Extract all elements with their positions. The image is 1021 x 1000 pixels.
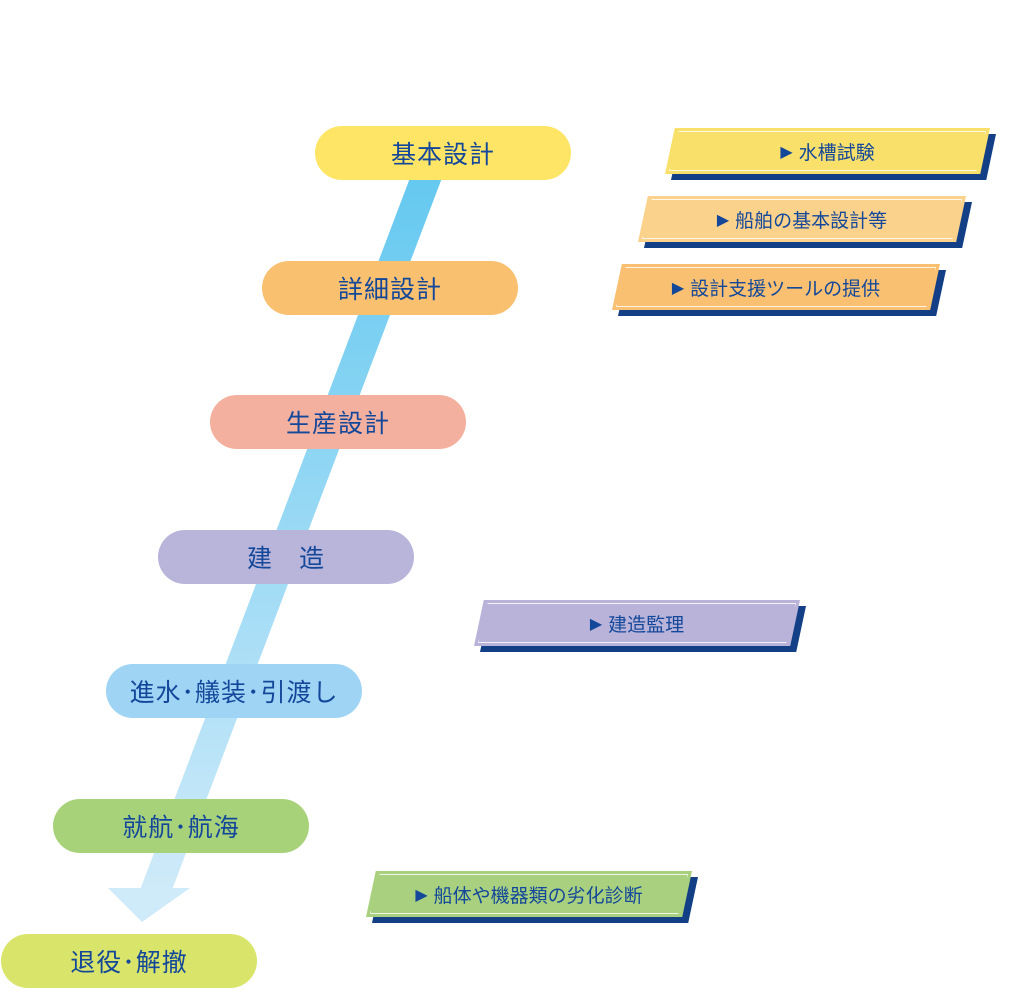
service-tank-test-label: 水槽試験 [798,141,875,164]
play-marker-icon: ▶ [716,209,730,229]
play-marker-icon: ▶ [780,141,793,161]
service-tag-inner-border [616,267,936,307]
service-deterioration-diagnosis: ▶ 船体や機器類の劣化診断 [366,871,698,923]
stage-decommission: 退役･解撤 [1,934,257,988]
service-tag-inner-border [478,603,796,643]
play-marker-icon: ▶ [589,613,603,633]
service-design-support-tools-label: 設計支援ツールの提供 [690,277,881,300]
stage-production-design-label: 生産設計 [285,409,390,438]
stage-operation-label: 就航･航海 [122,813,240,842]
service-tag-face: ▶ 船舶の基本設計等 [638,196,966,242]
stage-launch-delivery-label: 進水･艤装･引渡し [129,678,339,707]
service-basic-ship-design: ▶ 船舶の基本設計等 [638,196,972,248]
stage-detail-design: 詳細設計 [262,261,518,315]
stage-construction: 建 造 [158,530,414,584]
stage-detail-design-label: 詳細設計 [337,275,442,304]
play-marker-icon: ▶ [671,277,685,297]
service-tag-inner-border [642,199,962,239]
stage-construction-label: 建 造 [246,544,325,573]
stage-decommission-label: 退役･解撤 [70,948,188,977]
stage-basic-design: 基本設計 [315,126,571,180]
service-tag-face: ▶ 水槽試験 [665,128,990,174]
stage-production-design: 生産設計 [210,395,466,449]
service-tag-face: ▶ 船体や機器類の劣化診断 [366,871,692,917]
service-design-support-tools: ▶ 設計支援ツールの提供 [612,264,946,316]
service-tag-inner-border [370,874,688,914]
stage-launch-delivery: 進水･艤装･引渡し [106,664,362,718]
stage-operation: 就航･航海 [53,799,309,853]
service-tag-face: ▶ 設計支援ツールの提供 [612,264,940,310]
stage-basic-design-label: 基本設計 [390,140,495,169]
service-tag-inner-border [669,131,986,171]
service-tank-test: ▶ 水槽試験 [665,128,996,180]
service-basic-ship-design-label: 船舶の基本設計等 [735,209,888,232]
flow-arrow-head [108,888,190,922]
service-construction-supervision-label: 建造監理 [608,613,685,636]
service-deterioration-diagnosis-label: 船体や機器類の劣化診断 [433,884,643,907]
service-construction-supervision: ▶ 建造監理 [474,600,806,652]
service-tag-face: ▶ 建造監理 [474,600,800,646]
play-marker-icon: ▶ [415,884,428,904]
